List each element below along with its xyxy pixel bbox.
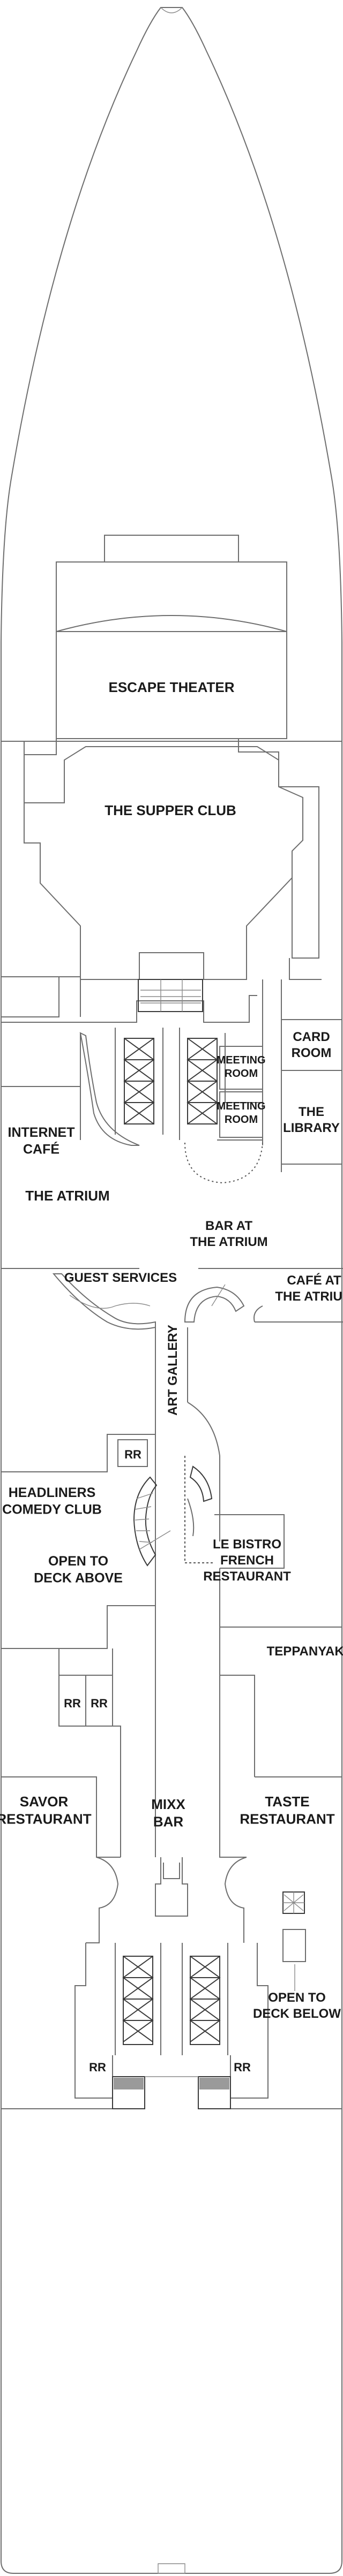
- cafe-at-atrium-wall: [253, 1305, 343, 1323]
- label-open-deck-above-line: OPEN TO: [48, 1554, 108, 1569]
- label-card-room: CARD ROOM: [292, 1030, 332, 1060]
- label-teppanyaki-line: TEPPANYAKI: [267, 1644, 343, 1659]
- label-open-deck-below-line: OPEN TO: [268, 1990, 326, 2005]
- central-corridor: [155, 1327, 285, 1857]
- card-room-library: [281, 1019, 342, 1165]
- label-headliners: HEADLINERS COMEDY CLUB: [2, 1485, 102, 1517]
- label-guest-services: GUEST SERVICES: [64, 1271, 177, 1285]
- leader-deck-above: [139, 1530, 171, 1550]
- curved-stair-treads: [135, 1493, 153, 1543]
- meeting-rooms: [219, 1046, 263, 1138]
- forward-elevators-right: [179, 1028, 263, 1141]
- label-art-gallery: ART GALLERY: [166, 1325, 180, 1416]
- label-internet-cafe-line: CAFÉ: [23, 1141, 59, 1157]
- label-rr-aft-left: RR: [89, 2061, 106, 2074]
- label-rr-aft-right: RR: [234, 2061, 251, 2074]
- label-bar-at-atrium: BAR AT THE ATRIUM: [190, 1219, 267, 1249]
- label-meeting-room-2-line: ROOM: [225, 1114, 258, 1126]
- label-savor-line: SAVOR: [20, 1794, 69, 1810]
- atrium-dotted-circle: [184, 1142, 263, 1184]
- open-deck-below: [282, 1891, 306, 1991]
- label-rr-aft-right-line: RR: [234, 2061, 251, 2074]
- label-headliners-line: COMEDY CLUB: [2, 1502, 102, 1517]
- label-rr-aft-left-line: RR: [89, 2061, 106, 2074]
- curved-stair: [133, 1476, 158, 1567]
- label-rr-left-1-line: RR: [64, 1697, 81, 1710]
- label-meeting-room-2-line: MEETING: [217, 1100, 265, 1112]
- label-card-room-line: CARD: [293, 1030, 330, 1044]
- label-internet-cafe-line: INTERNET: [8, 1125, 75, 1140]
- label-meeting-room-2: MEETING ROOM: [217, 1100, 265, 1126]
- label-savor-line: RESTAURANT: [0, 1811, 92, 1827]
- leader-bar-atrium: [211, 1284, 226, 1306]
- atrium-bar-ring: [184, 1286, 245, 1323]
- bow-tip: [160, 7, 183, 13]
- label-the-library-line: THE: [299, 1105, 324, 1119]
- ship-hull: [1, 7, 342, 2574]
- label-mixx-bar-line: MIXX: [151, 1796, 185, 1812]
- label-supper-club-line: THE SUPPER CLUB: [105, 802, 236, 818]
- le-bistro-entry: [189, 1465, 213, 1502]
- label-card-room-line: ROOM: [292, 1046, 332, 1060]
- label-cafe-at-atrium-line: CAFÉ AT: [287, 1273, 341, 1288]
- label-meeting-room-1-line: ROOM: [225, 1068, 258, 1080]
- label-rr-mid-line: RR: [124, 1448, 141, 1461]
- label-mixx-bar: MIXX BAR: [151, 1796, 185, 1830]
- aft-elevators-right: [182, 1943, 228, 2055]
- label-open-deck-below: OPEN TO DECK BELOW: [253, 1990, 341, 2021]
- internet-cafe-counter: [79, 1032, 140, 1146]
- guest-services-wavy: [69, 1295, 151, 1309]
- label-headliners-line: HEADLINERS: [9, 1485, 96, 1500]
- escape-theater-area: [56, 535, 287, 739]
- label-le-bistro-line: LE BISTRO: [213, 1537, 281, 1552]
- label-taste-line: RESTAURANT: [240, 1811, 334, 1827]
- label-guest-services-line: GUEST SERVICES: [64, 1271, 177, 1285]
- label-rr-left-2-line: RR: [91, 1697, 108, 1710]
- label-rr-left-2: RR: [91, 1697, 108, 1710]
- label-mixx-bar-line: BAR: [153, 1814, 184, 1830]
- label-the-library-line: LIBRARY: [283, 1121, 340, 1135]
- label-open-deck-above-line: DECK ABOVE: [34, 1570, 123, 1585]
- label-rr-left-1: RR: [64, 1697, 81, 1710]
- supper-club-area: [1, 739, 342, 980]
- mixx-bar: [155, 1857, 188, 1917]
- label-le-bistro-line: RESTAURANT: [203, 1569, 291, 1584]
- label-the-library: THE LIBRARY: [283, 1105, 340, 1135]
- label-escape-theater: ESCAPE THEATER: [109, 679, 235, 695]
- label-meeting-room-1-line: MEETING: [217, 1054, 265, 1066]
- label-bar-at-atrium-line: BAR AT: [205, 1219, 252, 1233]
- label-the-atrium-line: THE ATRIUM: [25, 1188, 109, 1204]
- label-meeting-room-1: MEETING ROOM: [217, 1054, 265, 1080]
- label-escape-theater-line: ESCAPE THEATER: [109, 679, 235, 695]
- aft-restrooms: [1, 1943, 342, 2109]
- stern-mark: [158, 2563, 185, 2574]
- restrooms-left-mid: [58, 1648, 121, 1857]
- label-open-deck-below-line: DECK BELOW: [253, 2007, 341, 2021]
- label-rr-mid: RR: [124, 1448, 141, 1461]
- label-taste-line: TASTE: [265, 1794, 309, 1810]
- aft-elevators-left: [115, 1943, 161, 2055]
- forward-elevators-left: [115, 1028, 163, 1135]
- forward-stairs: [138, 979, 203, 1012]
- label-bar-at-atrium-line: THE ATRIUM: [190, 1235, 267, 1249]
- savor-area: [1, 1776, 342, 1943]
- right-restaurants: [219, 1627, 342, 1782]
- label-the-atrium: THE ATRIUM: [25, 1188, 109, 1204]
- label-cafe-at-atrium-line: THE ATRIUM: [275, 1289, 343, 1304]
- le-bistro-arc: [187, 1498, 195, 1537]
- label-teppanyaki: TEPPANYAKI: [267, 1644, 343, 1659]
- headliners-area: [1, 1434, 155, 1649]
- label-le-bistro-line: FRENCH: [220, 1553, 274, 1568]
- label-supper-club: THE SUPPER CLUB: [105, 802, 236, 818]
- guest-services-counter: [52, 1273, 156, 1330]
- room-labels: ESCAPE THEATER THE SUPPER CLUB MEETING ROOM…: [0, 679, 343, 2074]
- aft-stairs: [112, 2076, 231, 2109]
